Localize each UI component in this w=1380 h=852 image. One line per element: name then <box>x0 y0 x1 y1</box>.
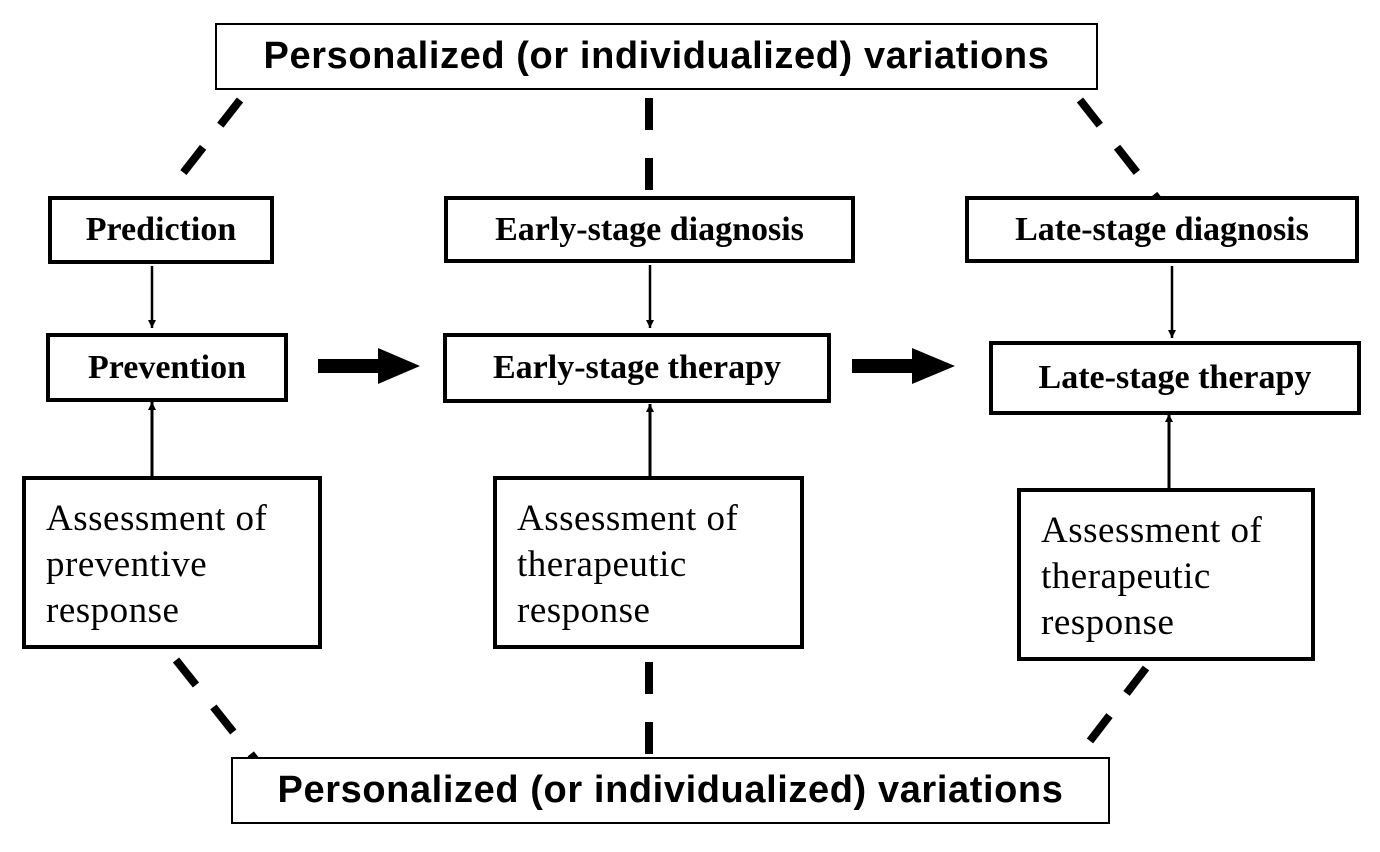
late-therapeutic-assessment-box: Assessment of therapeutic response <box>1017 488 1315 661</box>
assessment-line: response <box>1041 602 1175 643</box>
assessment-line: Assessment of <box>46 498 268 539</box>
thick-arrow-early-to-late <box>852 348 955 384</box>
dashed-link-bottom-left <box>172 657 266 771</box>
assessment-line: therapeutic <box>1041 556 1211 597</box>
prediction-box: Prediction <box>48 196 274 264</box>
bottom-variations-banner: Personalized (or individualized) variati… <box>231 757 1110 824</box>
dashed-link-top-left <box>172 97 244 185</box>
assessment-line: response <box>46 590 180 631</box>
early-stage-therapy-box: Early-stage therapy <box>443 333 831 403</box>
preventive-assessment-box: Assessment of preventive response <box>22 476 322 649</box>
top-variations-label: Personalized (or individualized) variati… <box>263 35 1050 77</box>
assessment-line: preventive <box>46 544 208 585</box>
early-stage-diagnosis-box: Early-stage diagnosis <box>444 196 855 263</box>
late-stage-therapy-label: Late-stage therapy <box>1038 359 1312 396</box>
late-stage-diagnosis-box: Late-stage diagnosis <box>965 196 1359 263</box>
prevention-label: Prevention <box>87 348 246 386</box>
dashed-link-bottom-right <box>1076 665 1150 757</box>
early-stage-diagnosis-label: Early-stage diagnosis <box>495 210 804 248</box>
early-therapeutic-assessment-text: Assessment of therapeutic response <box>517 496 738 634</box>
top-variations-banner: Personalized (or individualized) variati… <box>215 23 1098 90</box>
assessment-line: Assessment of <box>1041 510 1263 551</box>
early-therapeutic-assessment-box: Assessment of therapeutic response <box>493 476 804 649</box>
early-stage-therapy-label: Early-stage therapy <box>492 349 781 386</box>
prediction-label: Prediction <box>85 211 237 248</box>
bottom-variations-label: Personalized (or individualized) variati… <box>277 769 1064 811</box>
dashed-link-top-right <box>1076 97 1172 215</box>
thick-arrow-prevention-to-early <box>318 348 420 384</box>
preventive-assessment-text: Assessment of preventive response <box>46 496 267 634</box>
late-stage-diagnosis-label: Late-stage diagnosis <box>1015 210 1309 248</box>
late-stage-therapy-box: Late-stage therapy <box>989 341 1361 415</box>
late-therapeutic-assessment-text: Assessment of therapeutic response <box>1041 508 1262 646</box>
assessment-line: Assessment of <box>517 498 739 539</box>
prevention-box: Prevention <box>46 333 288 402</box>
assessment-line: therapeutic <box>517 544 687 585</box>
assessment-line: response <box>517 590 651 631</box>
